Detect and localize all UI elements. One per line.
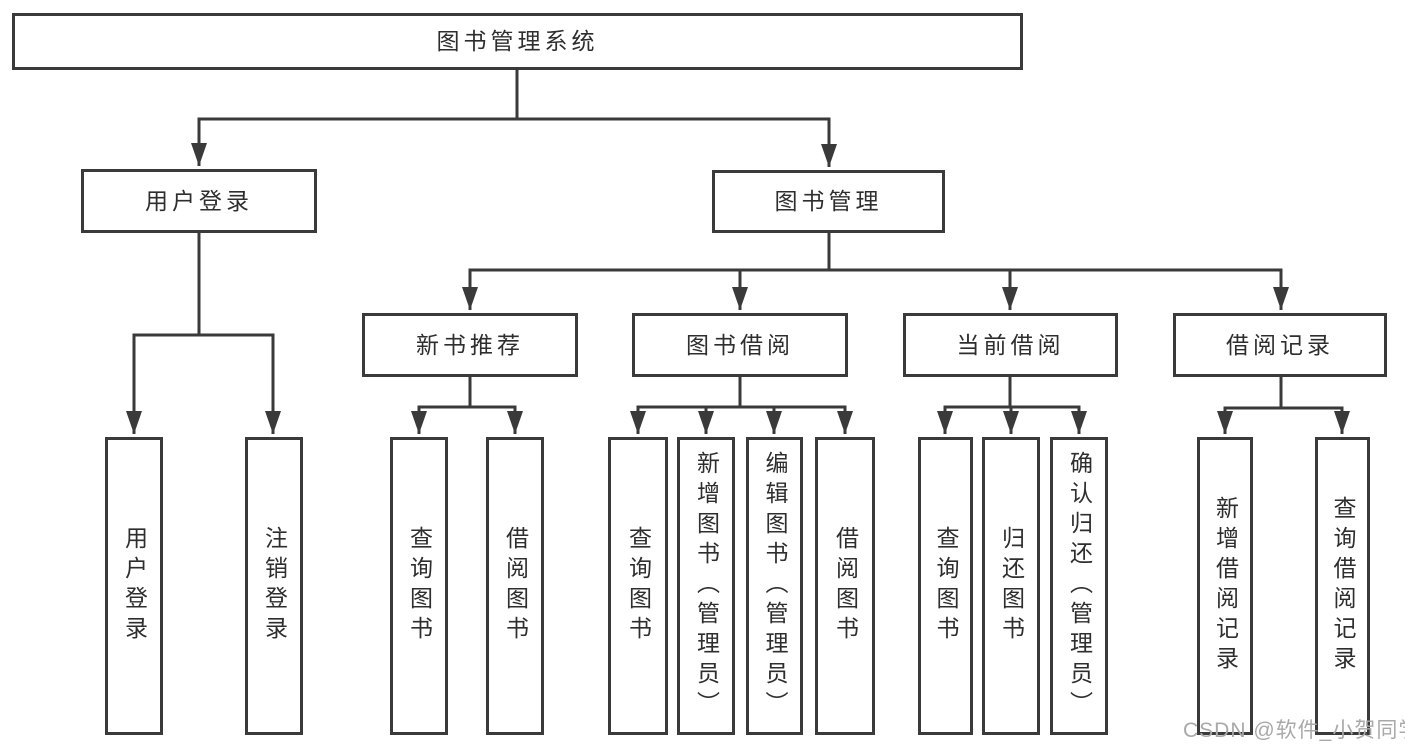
leaf-current-return-books-label: 归还图书 bbox=[998, 526, 1025, 646]
node-current-borrowing: 当前借阅 bbox=[903, 313, 1118, 377]
node-borrow-records-label: 借阅记录 bbox=[1226, 331, 1334, 358]
leaf-logout-label: 注销登录 bbox=[261, 526, 288, 646]
leaf-borrowing-query-books-label: 查询图书 bbox=[625, 526, 652, 646]
node-user-login: 用户登录 bbox=[81, 169, 317, 233]
node-user-login-label: 用户登录 bbox=[145, 187, 253, 214]
leaf-current-query-books-label: 查询图书 bbox=[933, 526, 959, 646]
leaf-recommend-query-books-label: 查询图书 bbox=[406, 526, 433, 646]
leaf-records-add-record-label: 新增借阅记录 bbox=[1212, 496, 1239, 676]
leaf-current-confirm-return-admin: 确认归还（管理员） bbox=[1050, 437, 1108, 735]
leaf-logout: 注销登录 bbox=[245, 437, 303, 735]
leaf-borrowing-edit-books-admin: 编辑图书（管理员） bbox=[746, 437, 803, 735]
csdn-watermark: CSDN @软件_小贺同学 bbox=[1183, 719, 1405, 742]
leaf-recommend-query-books: 查询图书 bbox=[390, 437, 448, 735]
node-book-management-system-label: 图书管理系统 bbox=[436, 28, 599, 54]
leaf-borrowing-add-books-admin: 新增图书（管理员） bbox=[677, 437, 735, 735]
node-book-borrowing: 图书借阅 bbox=[632, 313, 848, 377]
leaf-records-query-record-label: 查询借阅记录 bbox=[1330, 496, 1356, 676]
node-book-management-system: 图书管理系统 bbox=[12, 13, 1023, 70]
leaf-user-login: 用户登录 bbox=[105, 437, 163, 735]
leaf-records-query-record: 查询借阅记录 bbox=[1315, 437, 1370, 735]
leaf-current-confirm-return-admin-label: 确认归还（管理员） bbox=[1066, 451, 1093, 721]
leaf-records-add-record: 新增借阅记录 bbox=[1197, 437, 1253, 735]
leaf-user-login-label: 用户登录 bbox=[121, 526, 148, 646]
leaf-recommend-borrow-books-label: 借阅图书 bbox=[502, 526, 529, 646]
leaf-borrowing-borrow-books-label: 借阅图书 bbox=[832, 526, 859, 646]
node-book-management: 图书管理 bbox=[712, 170, 945, 233]
leaf-current-return-books: 归还图书 bbox=[982, 437, 1040, 735]
node-borrow-records: 借阅记录 bbox=[1173, 313, 1387, 377]
leaf-borrowing-add-books-admin-label: 新增图书（管理员） bbox=[693, 451, 720, 721]
leaf-borrowing-query-books: 查询图书 bbox=[608, 437, 668, 735]
leaf-recommend-borrow-books: 借阅图书 bbox=[486, 437, 544, 735]
leaf-borrowing-edit-books-admin-label: 编辑图书（管理员） bbox=[762, 451, 788, 721]
leaf-current-query-books: 查询图书 bbox=[918, 437, 973, 735]
node-book-management-label: 图书管理 bbox=[774, 188, 883, 214]
leaf-borrowing-borrow-books: 借阅图书 bbox=[815, 437, 875, 735]
node-book-borrowing-label: 图书借阅 bbox=[686, 331, 794, 358]
node-new-book-recommend-label: 新书推荐 bbox=[416, 331, 524, 358]
node-new-book-recommend: 新书推荐 bbox=[362, 313, 578, 377]
node-current-borrowing-label: 当前借阅 bbox=[956, 331, 1065, 358]
